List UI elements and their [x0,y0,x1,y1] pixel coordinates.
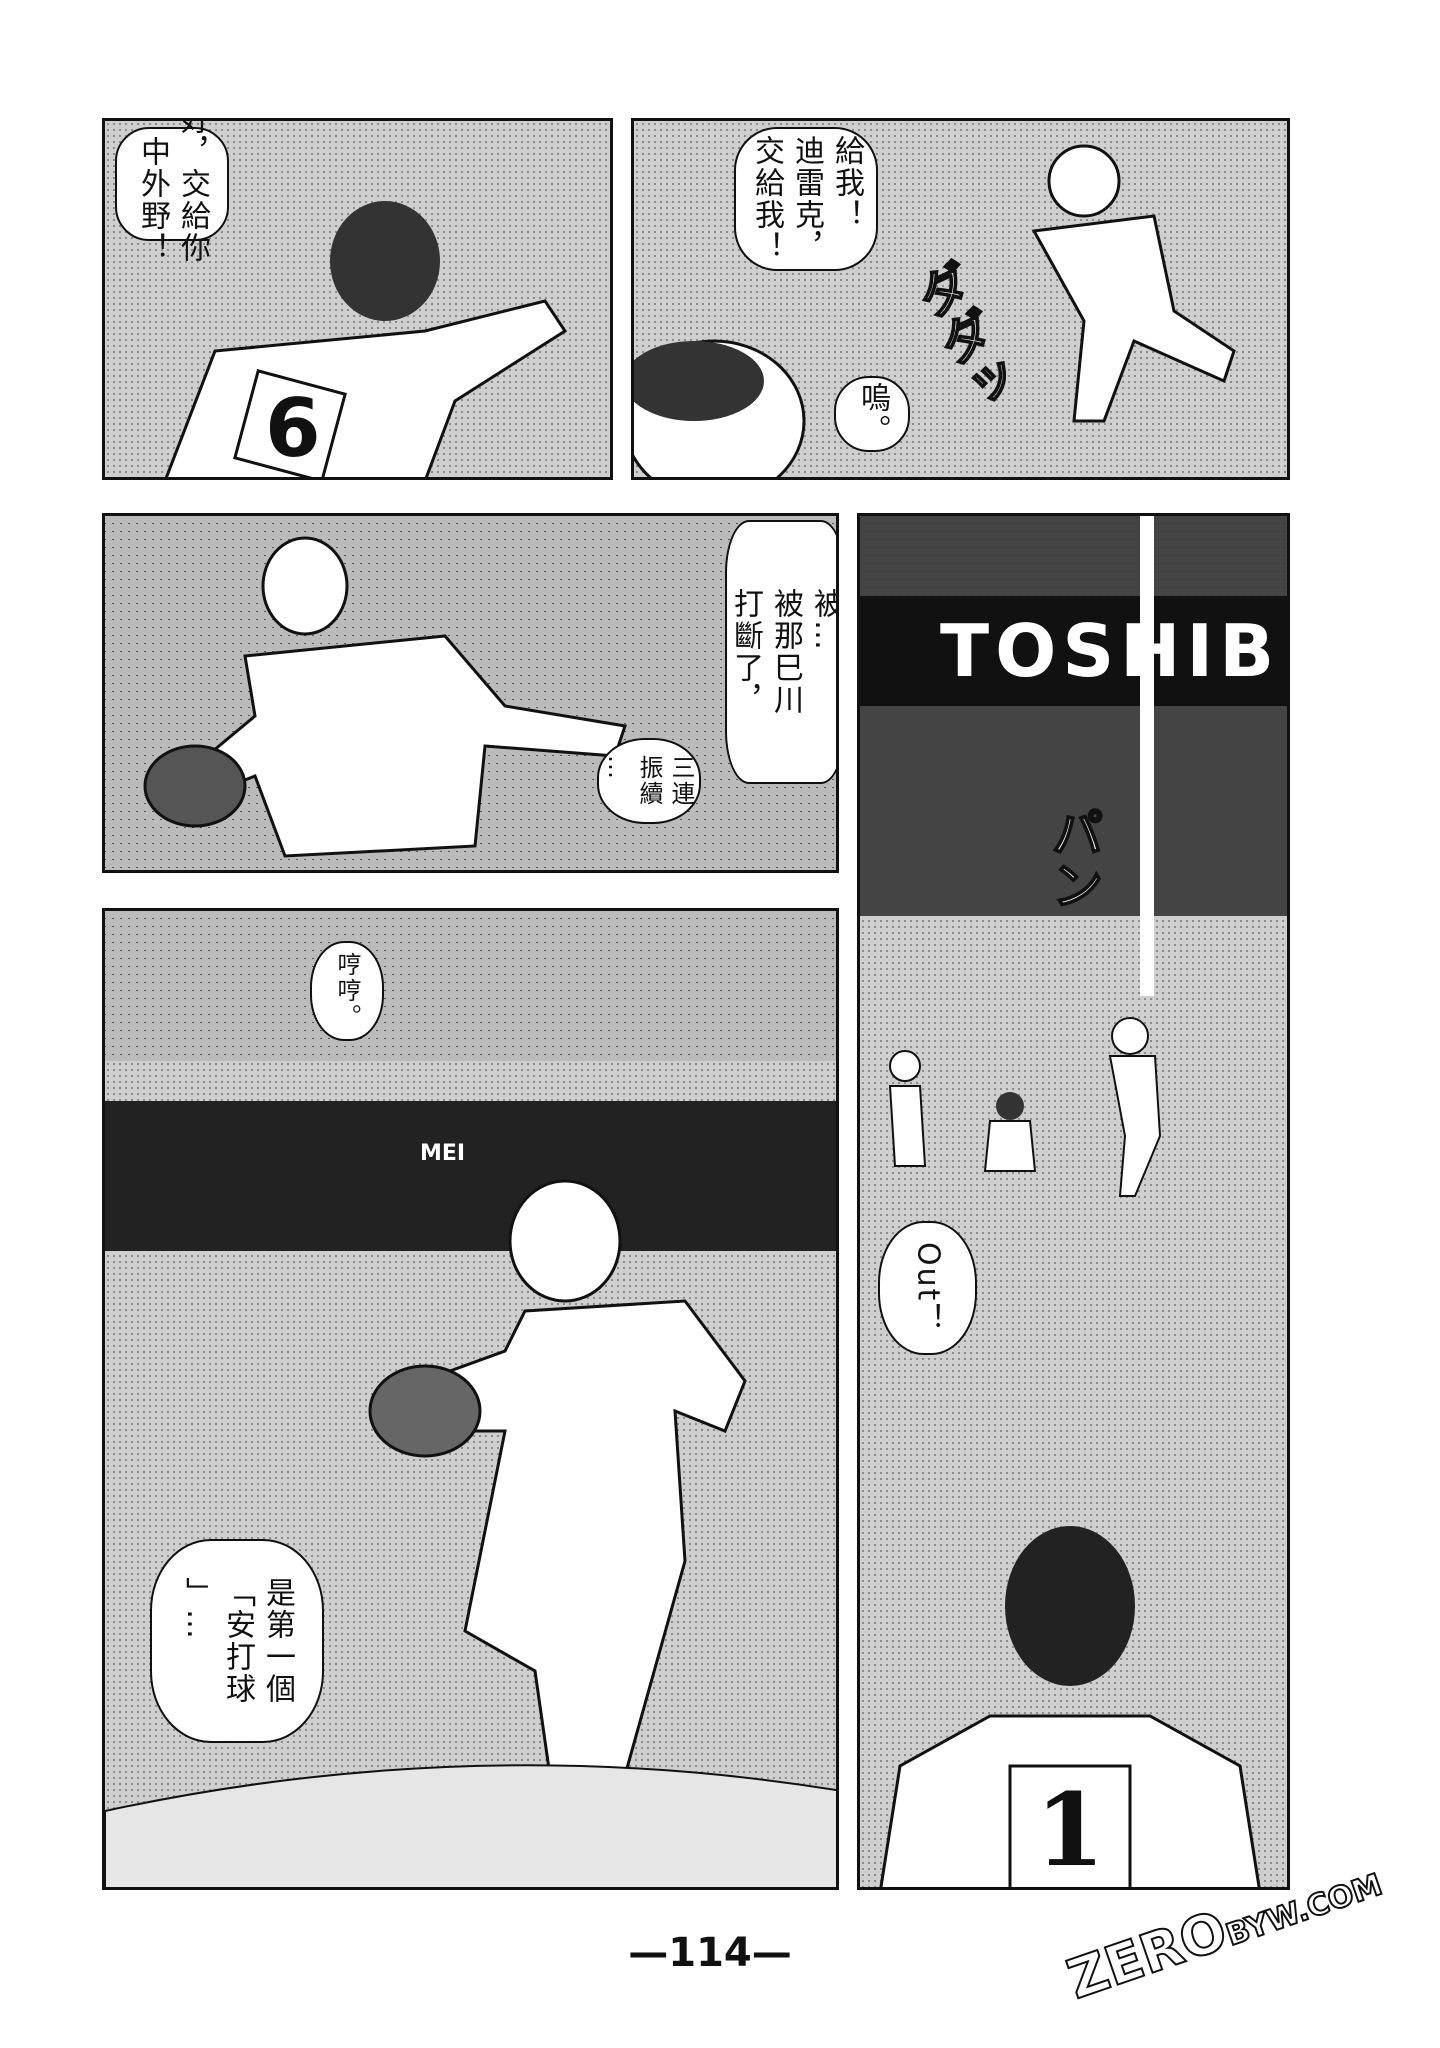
panel-3: 被…被那巳川打斷了， 三連振續… [102,513,839,873]
speech-text: 嗚。 [855,382,890,446]
dugout [105,1101,836,1251]
page-number: —114— [628,1930,792,1976]
player-back-figure [879,1526,1261,1887]
ball-trail [1140,516,1154,996]
panel-2: 給我！迪雷克，交給我！ 嗚。 ダダッ [631,118,1290,480]
speech-bubble: 哼哼。 [310,941,384,1041]
speech-bubble: 被…被那巳川打斷了， [725,520,839,784]
outfield-wall [860,706,1287,916]
dugout-jersey-text: MEI [420,1141,466,1166]
stands-background [860,516,1287,596]
outfielder-figure [634,144,1236,477]
pitcher-figure [105,1179,836,1887]
fielders-figure [888,1017,1162,1197]
speech-text: 好，交給你，中外野！ [135,118,210,264]
speech-bubble: Out！ [878,1221,977,1355]
jersey-number: 1 [1035,1771,1105,1889]
panel-1: 6 好，交給你，中外野！ [102,118,613,480]
thought-text: 三連振續… [603,755,695,807]
sound-effect: パン [1041,805,1103,911]
panel-4: TOSHIB パン Out！ 1 [857,513,1290,1890]
speech-text: 給我！迪雷克，交給我！ [749,135,864,263]
speech-text: Out！ [910,1241,946,1335]
pitcher-figure [143,536,627,858]
speech-text: 被…被那巳川打斷了， [728,588,839,716]
crowd-background [105,911,836,1061]
stadium-sign: TOSHIB [860,596,1287,706]
speech-bubble: 給我！迪雷克，交給我！ [734,127,878,271]
thought-text: 是第一個「安打球」… [180,1577,295,1705]
thought-bubble: 是第一個「安打球」… [150,1539,324,1743]
speech-text: 哼哼。 [333,952,361,1030]
panel-5: MEI 哼哼。 是第一個「安打球」… [102,908,839,1890]
speech-bubble: 好，交給你，中外野！ [115,121,229,264]
speech-bubble: 嗚。 [834,376,910,452]
shortstop-figure: 6 [164,201,568,477]
thought-bubble: 三連振續… [597,738,701,824]
svg-text:6: 6 [265,382,321,475]
